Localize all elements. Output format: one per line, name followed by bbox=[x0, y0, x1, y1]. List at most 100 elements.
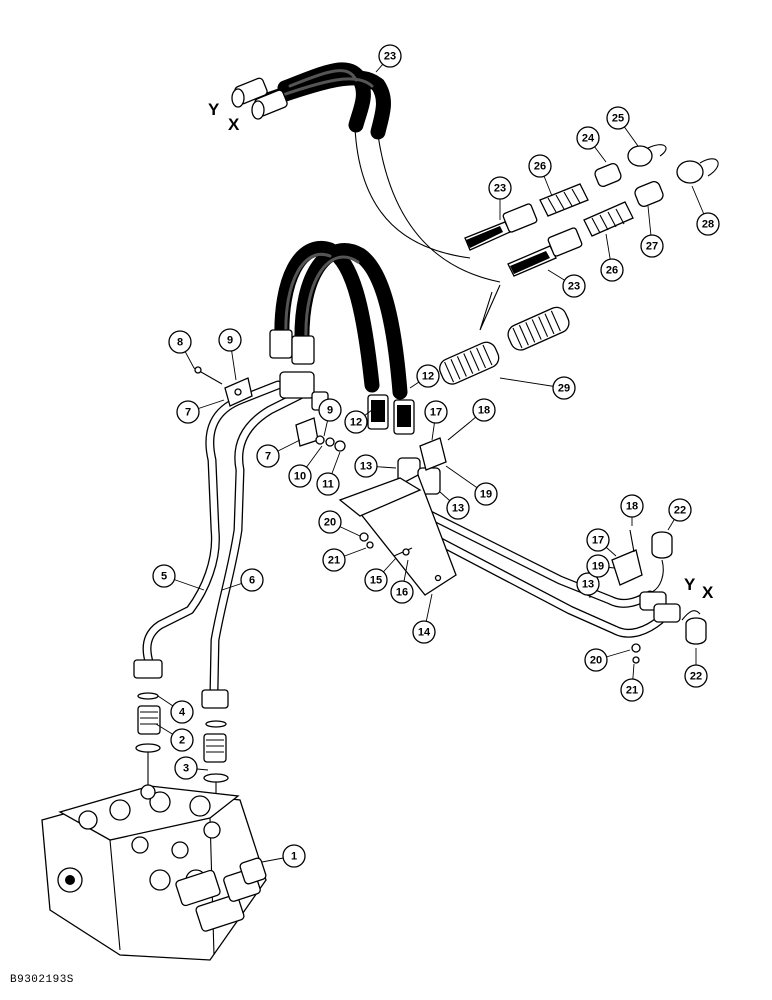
callout-number: 9 bbox=[227, 335, 233, 347]
callout-circle bbox=[378, 44, 402, 68]
callout-1: 1 bbox=[261, 844, 306, 868]
callout-19: 19 bbox=[586, 554, 615, 578]
callout-number: 7 bbox=[185, 407, 191, 419]
clamps-and-hardware bbox=[193, 366, 707, 664]
callout-number: 22 bbox=[690, 671, 702, 683]
upper-hoses bbox=[231, 62, 501, 283]
callout-number: 28 bbox=[702, 219, 714, 231]
callout-number: 23 bbox=[494, 183, 506, 195]
callout-number: 22 bbox=[674, 505, 686, 517]
callout-circle bbox=[562, 274, 586, 298]
callout-9: 9 bbox=[318, 398, 342, 437]
callout-number: 14 bbox=[418, 627, 431, 639]
callout-number: 17 bbox=[592, 535, 604, 547]
callout-circle bbox=[576, 126, 600, 150]
callout-17: 17 bbox=[586, 528, 617, 557]
callout-circle bbox=[318, 398, 342, 422]
callout-circle bbox=[586, 554, 610, 578]
callout-number: 11 bbox=[322, 479, 334, 491]
callout-number: 10 bbox=[294, 471, 306, 483]
callout-18: 18 bbox=[620, 494, 644, 526]
callout-4: 4 bbox=[157, 695, 194, 724]
callout-8: 8 bbox=[168, 330, 195, 369]
callout-11: 11 bbox=[316, 451, 341, 496]
callout-number: 4 bbox=[179, 707, 186, 719]
callout-circle bbox=[152, 564, 176, 588]
callout-circle bbox=[584, 648, 608, 672]
figure-id: B9302193S bbox=[10, 974, 74, 986]
callout-number: 1 bbox=[291, 851, 297, 863]
callout-number: 19 bbox=[480, 489, 492, 501]
callout-circle bbox=[528, 154, 552, 178]
callout-circle bbox=[474, 482, 498, 506]
callout-number: 21 bbox=[328, 555, 340, 567]
callout-circle bbox=[472, 398, 496, 422]
callout-23: 23 bbox=[488, 176, 512, 220]
callout-circle bbox=[600, 258, 624, 282]
middle-hoses bbox=[269, 241, 415, 435]
callout-14: 14 bbox=[412, 593, 436, 644]
callout-number: 23 bbox=[568, 281, 580, 293]
callout-number: 15 bbox=[370, 575, 382, 587]
callout-20: 20 bbox=[318, 510, 361, 537]
callout-number: 26 bbox=[534, 161, 546, 173]
callout-circle bbox=[586, 528, 610, 552]
callout-number: 7 bbox=[265, 451, 271, 463]
callout-number: 16 bbox=[396, 587, 408, 599]
coupler-assembly-lower bbox=[507, 158, 719, 277]
callout-circle bbox=[240, 568, 264, 592]
callout-circle bbox=[390, 580, 414, 604]
callout-19: 19 bbox=[445, 465, 498, 506]
callout-circle bbox=[344, 410, 368, 434]
callout-3: 3 bbox=[174, 756, 209, 780]
callout-12: 12 bbox=[409, 364, 440, 389]
callout-15: 15 bbox=[364, 557, 397, 592]
callout-circle bbox=[288, 464, 312, 488]
callout-circle bbox=[576, 572, 600, 596]
control-valve bbox=[41, 784, 267, 961]
callout-circle bbox=[696, 212, 720, 236]
callout-number: 6 bbox=[249, 575, 255, 587]
callout-circle bbox=[316, 472, 340, 496]
callout-circle bbox=[668, 498, 692, 522]
steel-tubes bbox=[142, 371, 665, 695]
callout-circle bbox=[412, 620, 436, 644]
callout-13: 13 bbox=[354, 454, 397, 478]
callout-9: 9 bbox=[218, 328, 242, 381]
callout-number: 8 bbox=[177, 337, 183, 349]
callout-circle bbox=[552, 376, 576, 400]
callout-circle bbox=[174, 756, 198, 780]
callout-29: 29 bbox=[499, 376, 576, 400]
callout-number: 21 bbox=[626, 685, 638, 697]
callout-number: 29 bbox=[558, 383, 570, 395]
callout-18: 18 bbox=[469, 398, 496, 423]
callout-5: 5 bbox=[152, 564, 205, 591]
callout-21: 21 bbox=[620, 663, 644, 702]
callout-22: 22 bbox=[684, 648, 708, 688]
callout-23: 23 bbox=[375, 44, 402, 73]
callout-12: 12 bbox=[344, 409, 373, 434]
callout-circle bbox=[168, 330, 192, 354]
callout-number: 2 bbox=[179, 735, 185, 747]
callout-number: 18 bbox=[478, 405, 490, 417]
callout-circle bbox=[620, 494, 644, 518]
callout-circle bbox=[416, 364, 440, 388]
port-label-x-top: X bbox=[228, 115, 240, 134]
callout-circle bbox=[446, 496, 470, 520]
spring-guards bbox=[439, 284, 570, 385]
callout-27: 27 bbox=[640, 205, 664, 258]
callout-circle bbox=[170, 700, 194, 724]
callout-circle bbox=[256, 444, 280, 468]
callout-7: 7 bbox=[256, 439, 301, 468]
callout-23: 23 bbox=[547, 269, 586, 298]
callout-2: 2 bbox=[155, 723, 194, 752]
callout-number: 18 bbox=[626, 501, 638, 513]
callout-25: 25 bbox=[606, 106, 639, 147]
callout-circle bbox=[218, 328, 242, 352]
callout-number: 24 bbox=[582, 133, 595, 145]
callout-circle bbox=[318, 510, 342, 534]
callout-circle bbox=[640, 234, 664, 258]
port-label-x-right: X bbox=[702, 583, 714, 602]
